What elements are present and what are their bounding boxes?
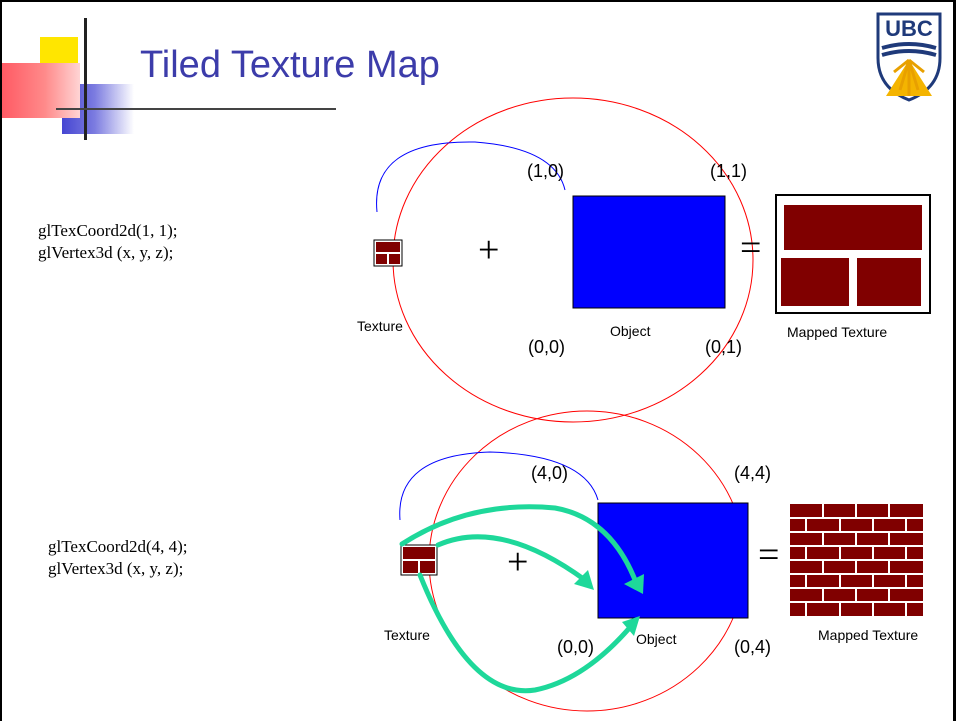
arrowhead-top-right-icon bbox=[624, 574, 644, 594]
top-texture-label: Texture bbox=[357, 318, 403, 334]
bottom-coord-bl: (0,0) bbox=[557, 637, 595, 657]
arrow-to-top-right bbox=[399, 504, 640, 588]
arrow-to-bottom-left bbox=[417, 572, 635, 694]
deco-vertical-line bbox=[84, 18, 87, 140]
top-code-line-2: glVertex3d (x, y, z); bbox=[38, 243, 174, 262]
ubc-logo: UBC bbox=[874, 10, 944, 102]
logo-text: UBC bbox=[885, 16, 933, 41]
slide-border-right bbox=[953, 0, 956, 721]
top-code-line-1: glTexCoord2d(1, 1); bbox=[38, 221, 178, 240]
bottom-blue-arc bbox=[399, 451, 599, 521]
deco-horizontal-line bbox=[56, 108, 336, 110]
bottom-texture-swatch bbox=[400, 544, 438, 576]
bottom-coord-tr: (4,4) bbox=[734, 463, 772, 483]
bottom-object-label: Object bbox=[636, 631, 677, 647]
bottom-object-rect bbox=[597, 502, 749, 619]
top-object-label: Object bbox=[610, 323, 651, 339]
bottom-plus-sign: + bbox=[507, 541, 529, 583]
top-coord-bl: (0,0) bbox=[528, 337, 566, 357]
arrowheads bbox=[574, 570, 644, 636]
top-equals-sign: = bbox=[740, 227, 762, 269]
top-coord-br: (0,1) bbox=[705, 337, 743, 357]
bottom-code-block: glTexCoord2d(4, 4); glVertex3d (x, y, z)… bbox=[48, 536, 188, 580]
top-plus-sign: + bbox=[478, 229, 500, 271]
slide-border-left bbox=[0, 0, 2, 721]
slide-title: Tiled Texture Map bbox=[140, 44, 440, 86]
bottom-coord-br: (0,4) bbox=[734, 637, 772, 657]
top-object-rect bbox=[572, 195, 726, 309]
top-mapped-label: Mapped Texture bbox=[787, 324, 888, 340]
top-coord-tr: (1,1) bbox=[710, 161, 748, 181]
bottom-mapped-label: Mapped Texture bbox=[818, 627, 919, 643]
top-code-block: glTexCoord2d(1, 1); glVertex3d (x, y, z)… bbox=[38, 220, 178, 264]
slide-border-top bbox=[0, 0, 956, 2]
mapping-arrows bbox=[399, 504, 640, 694]
bottom-code-line-2: glVertex3d (x, y, z); bbox=[48, 559, 184, 578]
arrow-to-top-left bbox=[435, 534, 588, 583]
bottom-code-line-1: glTexCoord2d(4, 4); bbox=[48, 537, 188, 556]
bottom-texture-label: Texture bbox=[384, 627, 430, 643]
arrowhead-top-left-icon bbox=[574, 570, 594, 590]
top-mapped-texture bbox=[775, 194, 931, 314]
bottom-mapped-texture bbox=[790, 504, 923, 616]
top-texture-swatch bbox=[373, 239, 403, 267]
top-blue-arc bbox=[376, 141, 566, 213]
ubc-shield-icon bbox=[876, 12, 942, 102]
bottom-equals-sign: = bbox=[758, 534, 780, 576]
top-coord-tl: (1,0) bbox=[527, 161, 565, 181]
bottom-coord-tl: (4,0) bbox=[531, 463, 569, 483]
arrowhead-bottom-left-icon bbox=[622, 616, 640, 636]
